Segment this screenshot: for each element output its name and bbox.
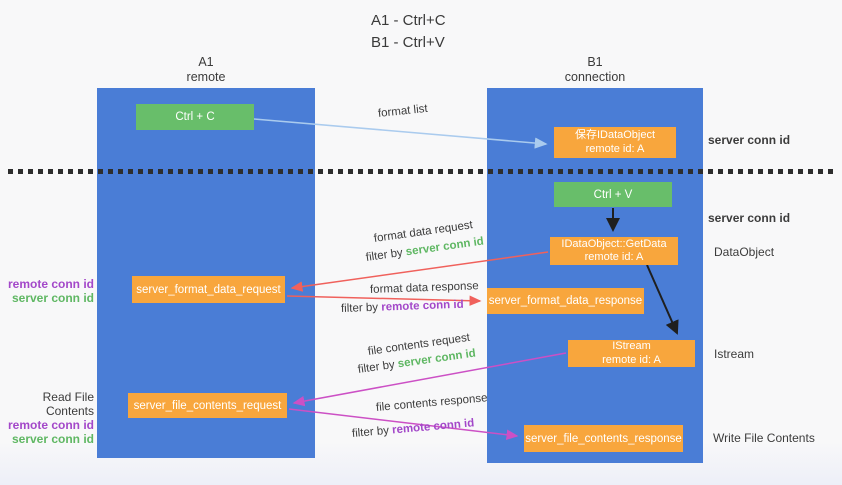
lane-b1-header: B1 connection [487,55,703,85]
lane-a1-id: A1 [198,55,214,69]
node-istream-line1: IStream [612,340,651,352]
label-file-req-server-conn-id: server conn id [11,432,94,446]
label-format-req-remote-conn-id: remote conn id [7,277,94,291]
node-server-file-contents-request-label: server_file_contents_request [133,399,282,412]
label-paste-server-conn-id: server conn id [708,211,791,225]
filter-prefix: filter by [351,424,393,440]
node-server-file-contents-response-label: server_file_contents_response [525,432,682,445]
label-istream: Istream [714,347,755,361]
filter-prefix: filter by [365,246,407,264]
label-file-contents-response: file contents response [375,392,488,414]
node-istream: IStream remote id: A [568,340,695,367]
label-write-file-contents: Write File Contents [713,431,815,445]
label-format-list: format list [377,102,429,120]
node-save-idataobject: 保存IDataObject remote id: A [554,127,676,158]
node-idataobject-getdata: IDataObject::GetData remote id: A [550,237,678,265]
label-format-req-server-conn-id: server conn id [11,291,94,305]
node-idataobject-getdata-line1: IDataObject::GetData [561,237,667,250]
filter-prefix: filter by [340,301,382,315]
title-line-2: B1 - Ctrl+V [371,34,445,51]
lane-a1-role: remote [186,70,226,84]
node-ctrl-v: Ctrl + V [554,182,672,207]
node-server-file-contents-response: server_file_contents_response [524,425,683,452]
label-dataobject: DataObject [714,245,775,259]
page-title: A1 - Ctrl+C B1 - Ctrl+V [371,10,446,54]
lane-b1-id: B1 [587,55,603,69]
title-line-1: A1 - Ctrl+C [371,12,446,29]
label-group-file-request: Read File Contents remote conn id server… [0,390,94,446]
node-idataobject-getdata-line2: remote id: A [584,251,644,263]
node-ctrl-c: Ctrl + C [136,104,254,130]
node-server-file-contents-request: server_file_contents_request [128,393,287,418]
lane-b1-role: connection [564,70,626,84]
label-read-file-contents: Read File Contents [42,390,94,418]
node-ctrl-c-label: Ctrl + C [175,111,215,123]
label-filter-format-response: filter by remote conn id [341,299,464,315]
label-save-server-conn-id: server conn id [708,133,791,147]
filter-value-remote-conn-id: remote conn id [381,298,464,314]
node-save-idataobject-line2: remote id: A [585,142,645,155]
node-save-idataobject-line1: 保存IDataObject [574,129,656,141]
node-server-format-data-response-label: server_format_data_response [488,295,643,307]
filter-prefix: filter by [357,358,399,376]
label-file-req-remote-conn-id: remote conn id [7,418,94,432]
node-istream-line2: remote id: A [602,353,661,366]
label-group-format-request: remote conn id server conn id [0,277,94,305]
node-server-format-data-request: server_format_data_request [132,276,285,303]
node-ctrl-v-label: Ctrl + V [593,188,633,201]
node-server-format-data-request-label: server_format_data_request [136,283,281,296]
label-filter-file-response: filter by remote conn id [351,417,474,440]
session-divider [8,169,834,174]
filter-value-remote-conn-id: remote conn id [391,417,475,437]
label-format-data-response: format data response [369,280,479,296]
node-server-format-data-response: server_format_data_response [487,288,644,314]
lane-a1-header: A1 remote [97,55,315,85]
